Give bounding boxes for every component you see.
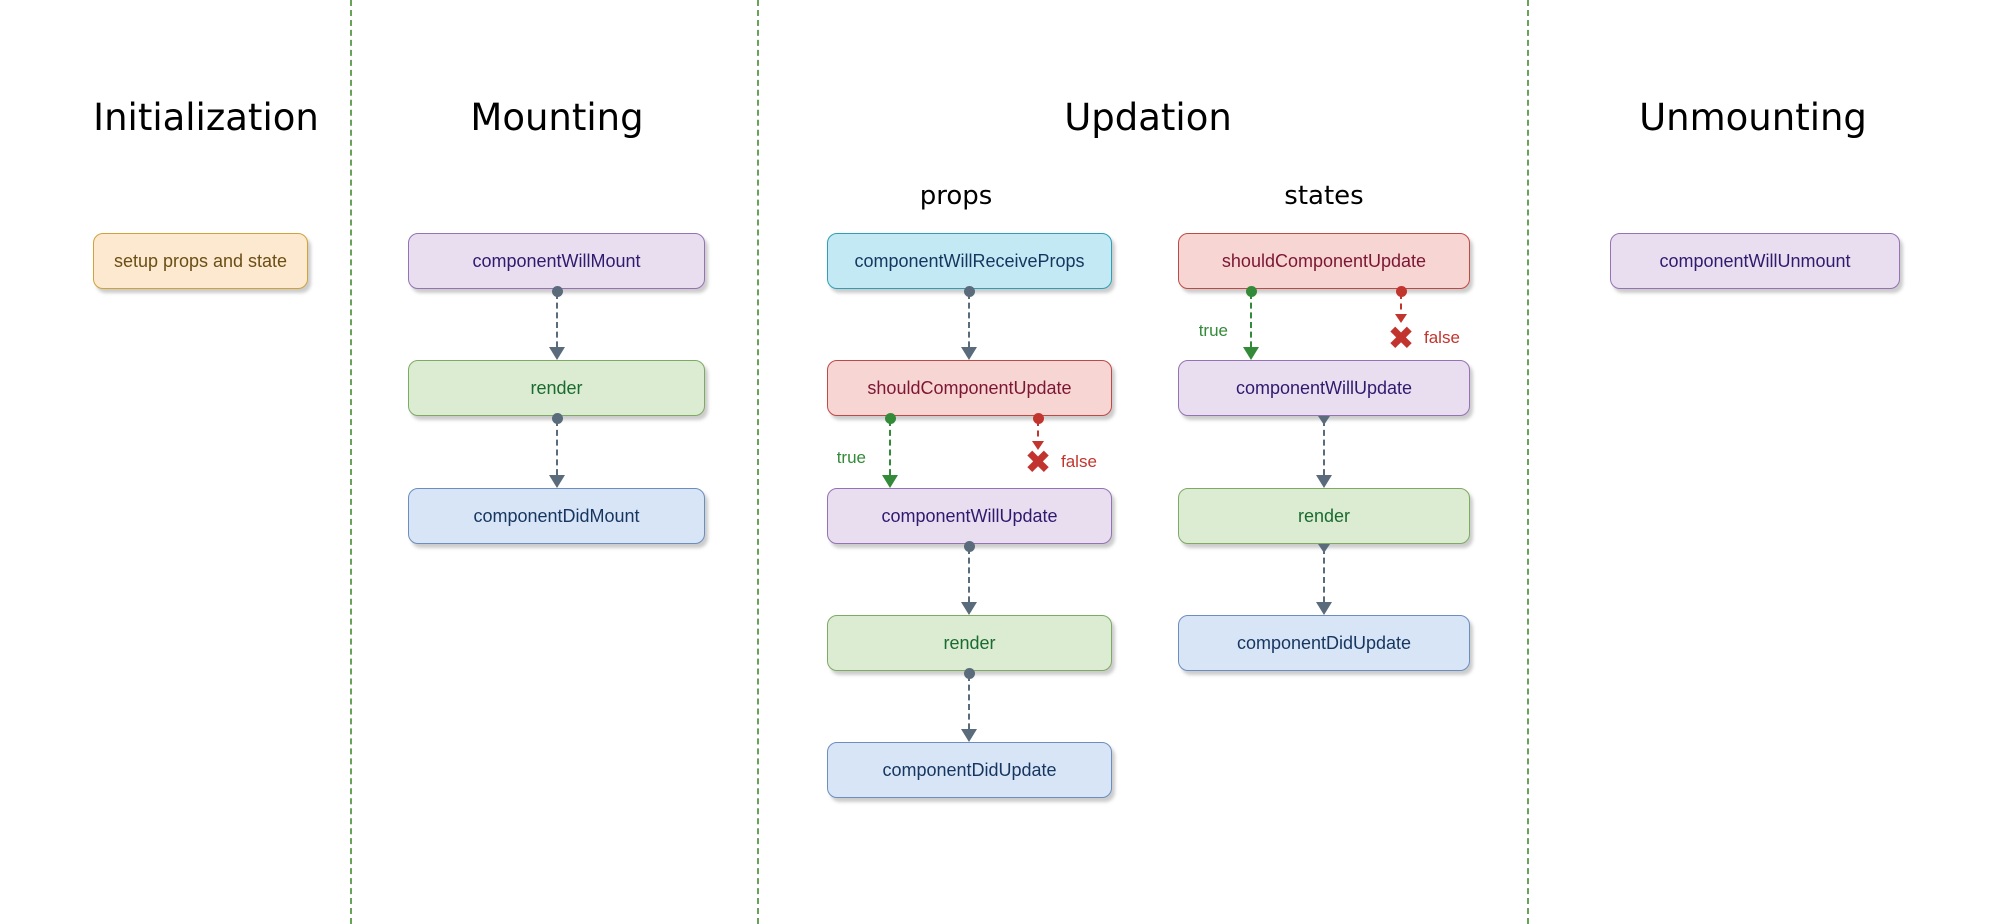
arrow-render-to-didupdate-states <box>1316 544 1332 615</box>
node-render-mounting: render <box>408 360 705 416</box>
node-componentWillReceiveProps: componentWillReceiveProps <box>827 233 1112 289</box>
arrowhead-icon <box>1316 475 1332 488</box>
arrowhead-icon <box>549 475 565 488</box>
arrow-willupdate-to-render-states <box>1316 416 1332 488</box>
arrow-dashed-line <box>556 293 558 357</box>
arrowhead-icon <box>961 602 977 615</box>
arrow-true-branch-props <box>882 413 898 488</box>
node-componentDidUpdate-props: componentDidUpdate <box>827 742 1112 798</box>
section-title-mounting: Mounting <box>470 96 644 139</box>
arrowhead-icon <box>549 347 565 360</box>
arrow-dashed-line <box>968 293 970 357</box>
arrow-start-dot <box>1032 413 1044 424</box>
arrow-false-branch-states <box>1393 286 1409 323</box>
node-componentDidUpdate-states: componentDidUpdate <box>1178 615 1470 671</box>
node-componentWillMount: componentWillMount <box>408 233 705 289</box>
arrow-dashed-line <box>556 420 558 485</box>
section-divider <box>350 0 352 924</box>
section-title-initialization: Initialization <box>93 96 319 139</box>
arrowhead-icon <box>961 347 977 360</box>
arrow-start-dot <box>551 413 563 424</box>
arrow-dashed-line <box>889 420 891 485</box>
arrow-willupdate-to-render-props <box>961 541 977 615</box>
node-componentDidMount: componentDidMount <box>408 488 705 544</box>
node-componentWillUpdate-props: componentWillUpdate <box>827 488 1112 544</box>
branch-label-true-props: true <box>836 448 866 467</box>
arrowhead-icon <box>882 475 898 488</box>
arrow-false-branch-props <box>1030 413 1046 450</box>
section-divider <box>1527 0 1529 924</box>
node-render-props: render <box>827 615 1112 671</box>
node-componentWillUpdate-states: componentWillUpdate <box>1178 360 1470 416</box>
arrow-start-dot <box>1395 286 1407 297</box>
cross-icon: ✖ <box>1024 443 1052 481</box>
node-setup-props-and-state: setup props and state <box>93 233 308 289</box>
arrow-dashed-line <box>1400 293 1402 320</box>
arrow-dashed-line <box>1250 293 1252 357</box>
node-shouldComponentUpdate-props: shouldComponentUpdate <box>827 360 1112 416</box>
arrow-render-to-didupdate-props <box>961 668 977 742</box>
column-label-states: states <box>1284 181 1364 211</box>
arrow-start-dot <box>884 413 896 424</box>
arrow-dashed-line <box>1323 548 1325 612</box>
arrow-dashed-line <box>1037 420 1039 447</box>
arrow-willmount-to-render <box>549 286 565 360</box>
arrowhead-icon <box>1243 347 1259 360</box>
arrow-start-dot <box>963 668 975 679</box>
arrowhead-icon <box>1395 314 1407 323</box>
branch-label-false-states: false <box>1424 328 1460 347</box>
arrow-start-dot <box>551 286 563 297</box>
node-render-states: render <box>1178 488 1470 544</box>
arrow-dashed-line <box>968 548 970 612</box>
arrow-start-dot <box>963 541 975 552</box>
column-label-props: props <box>919 181 993 211</box>
arrowhead-icon <box>961 729 977 742</box>
section-title-updation: Updation <box>1064 96 1232 139</box>
branch-label-true-states: true <box>1198 321 1228 340</box>
arrow-receiveprops-to-shouldupdate <box>961 286 977 360</box>
arrow-start-dot <box>1245 286 1257 297</box>
section-title-unmounting: Unmounting <box>1639 96 1867 139</box>
arrowhead-icon <box>1032 441 1044 450</box>
arrowhead-icon <box>1316 602 1332 615</box>
cross-icon: ✖ <box>1387 319 1415 357</box>
arrow-true-branch-states <box>1243 286 1259 360</box>
section-divider <box>757 0 759 924</box>
arrow-dashed-line <box>1323 420 1325 485</box>
branch-label-false-props: false <box>1061 452 1097 471</box>
arrow-dashed-line <box>968 675 970 739</box>
node-componentWillUnmount: componentWillUnmount <box>1610 233 1900 289</box>
node-shouldComponentUpdate-states: shouldComponentUpdate <box>1178 233 1470 289</box>
arrow-render-to-didmount <box>549 413 565 488</box>
arrow-start-dot <box>963 286 975 297</box>
